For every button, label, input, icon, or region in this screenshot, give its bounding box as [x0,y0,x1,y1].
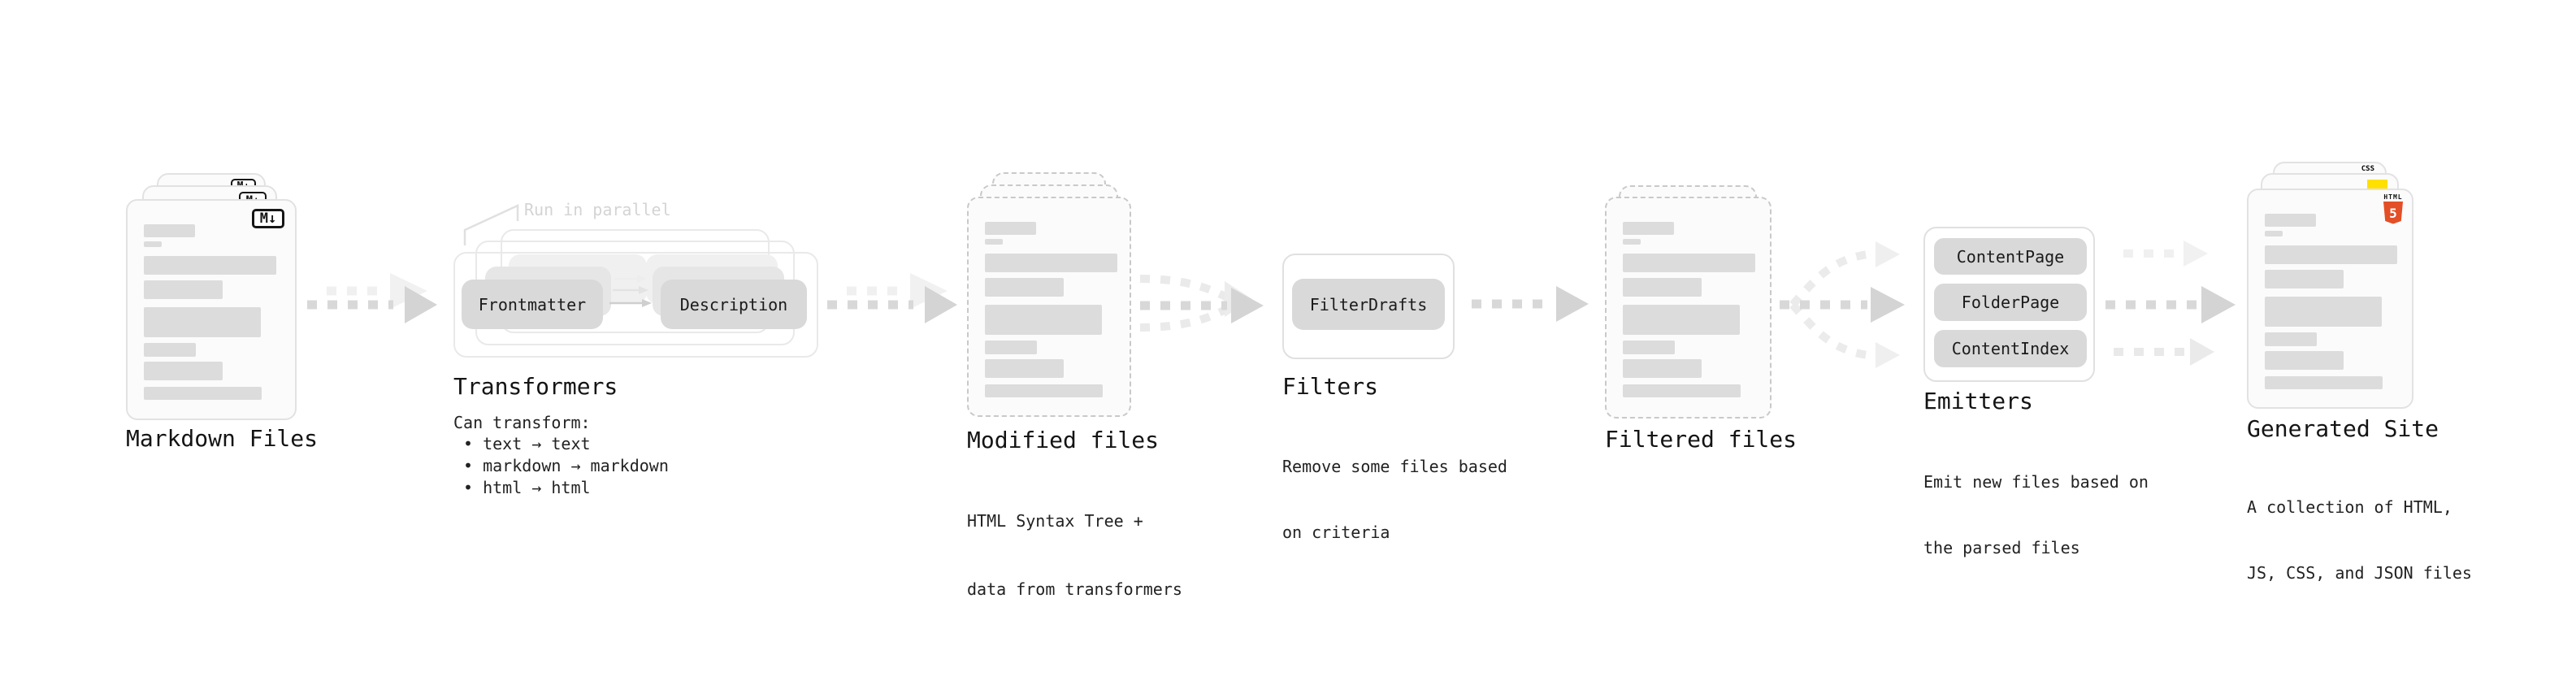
transformer-layer-front [453,252,818,358]
doc-text-bar [144,362,223,380]
filterdrafts-node: FilterDrafts [1292,279,1445,330]
desc-line: data from transformers [967,579,1182,599]
html5-word: HTML [2383,193,2403,201]
doc-text-bar [144,387,262,400]
html5-number: 5 [2389,206,2397,221]
doc-text-bar [985,305,1102,335]
arrow-emitters-to-site [2105,241,2236,366]
desc-line: the parsed files [1923,538,2080,557]
doc-page: HTML 5 [2247,189,2413,409]
generated-site-desc: A collection of HTML, JS, CSS, and JSON … [2247,453,2472,628]
doc-text-bar [144,307,261,337]
html5-icon: HTML 5 [2382,194,2405,224]
arrow-transformers-to-modified [827,273,957,323]
doc-text-bar [2265,351,2344,370]
transformers-bullet: • markdown → markdown [463,456,669,475]
doc-text-bar [985,340,1037,354]
doc-text-lines [2265,190,2397,389]
markdown-icon: M↓ [252,209,284,228]
filters-desc: Remove some files based on criteria [1282,412,1507,588]
doc-text-bar [2265,376,2383,389]
doc-text-lines [985,198,1117,397]
description-node: Description [661,280,807,329]
doc-text-bar [144,343,196,357]
doc-text-lines [144,201,280,400]
doc-text-bar [2265,297,2382,327]
contentpage-node: ContentPage [1934,238,2087,275]
doc-text-bar [1623,340,1675,354]
arrow-filtered-to-emitters [1780,241,1905,368]
doc-text-bar [985,384,1103,397]
desc-line: HTML Syntax Tree + [967,511,1143,531]
arrow-filters-to-filtered [1472,286,1589,322]
emitters-container [1923,227,2095,382]
desc-line: JS, CSS, and JSON files [2247,563,2472,583]
emitters-desc: Emit new files based on the parsed files [1923,427,2149,603]
doc-text-bar [2265,332,2317,346]
desc-line: on criteria [1282,523,1390,542]
markdown-files-title: Markdown Files [126,425,319,452]
emitters-title: Emitters [1923,388,2033,414]
arrow-frontmatter-to-description [609,275,652,307]
modified-files-desc: HTML Syntax Tree + data from transformer… [967,464,1182,646]
run-in-parallel-note: Run in parallel [524,200,671,219]
doc-text-bar [2265,245,2397,264]
doc-text-bar [1623,222,1674,235]
doc-text-bar [2265,270,2344,288]
frontmatter-node: Frontmatter [462,280,603,329]
doc-page-dashed [967,197,1131,417]
doc-text-bar [985,222,1036,235]
generated-site-title: Generated Site [2247,415,2439,442]
transformers-bullet: • html → html [463,478,591,497]
arrow-markdown-to-transformers [307,273,437,323]
doc-text-bar [1623,254,1755,272]
doc-text-lines [1623,198,1755,397]
filters-title: Filters [1282,373,1379,400]
doc-text-bar [144,241,162,247]
transformers-title: Transformers [453,373,618,400]
doc-text-bar [1623,359,1702,378]
doc-page-dashed [1605,197,1772,419]
folderpage-node: FolderPage [1934,284,2087,321]
html5-shield: 5 [2383,202,2403,224]
filtered-files-title: Filtered files [1605,426,1798,453]
doc-text-bar [2265,214,2316,227]
transformers-bullet: • text → text [463,434,591,453]
doc-text-bar [2265,231,2283,236]
filters-container [1282,254,1455,359]
arrow-modified-to-filters [1139,275,1264,332]
doc-text-bar [1623,239,1641,245]
doc-text-bar [1623,384,1741,397]
contentindex-node: ContentIndex [1934,330,2087,367]
doc-text-bar [144,280,223,299]
doc-text-bar [985,239,1003,245]
desc-line: Emit new files based on [1923,472,2149,492]
desc-line: A collection of HTML, [2247,497,2452,517]
doc-text-bar [1623,305,1740,335]
doc-text-bar [985,359,1064,378]
transformers-desc-heading: Can transform: [453,413,591,432]
doc-text-bar [144,256,276,275]
doc-text-bar [1623,278,1702,297]
run-in-parallel-bracket [463,204,519,245]
doc-page: M↓ [126,199,297,420]
js-icon [2367,180,2387,189]
modified-files-title: Modified files [967,427,1160,453]
doc-text-bar [144,224,195,237]
desc-line: Remove some files based [1282,457,1507,476]
doc-text-bar [985,278,1064,297]
doc-text-bar [985,254,1117,272]
